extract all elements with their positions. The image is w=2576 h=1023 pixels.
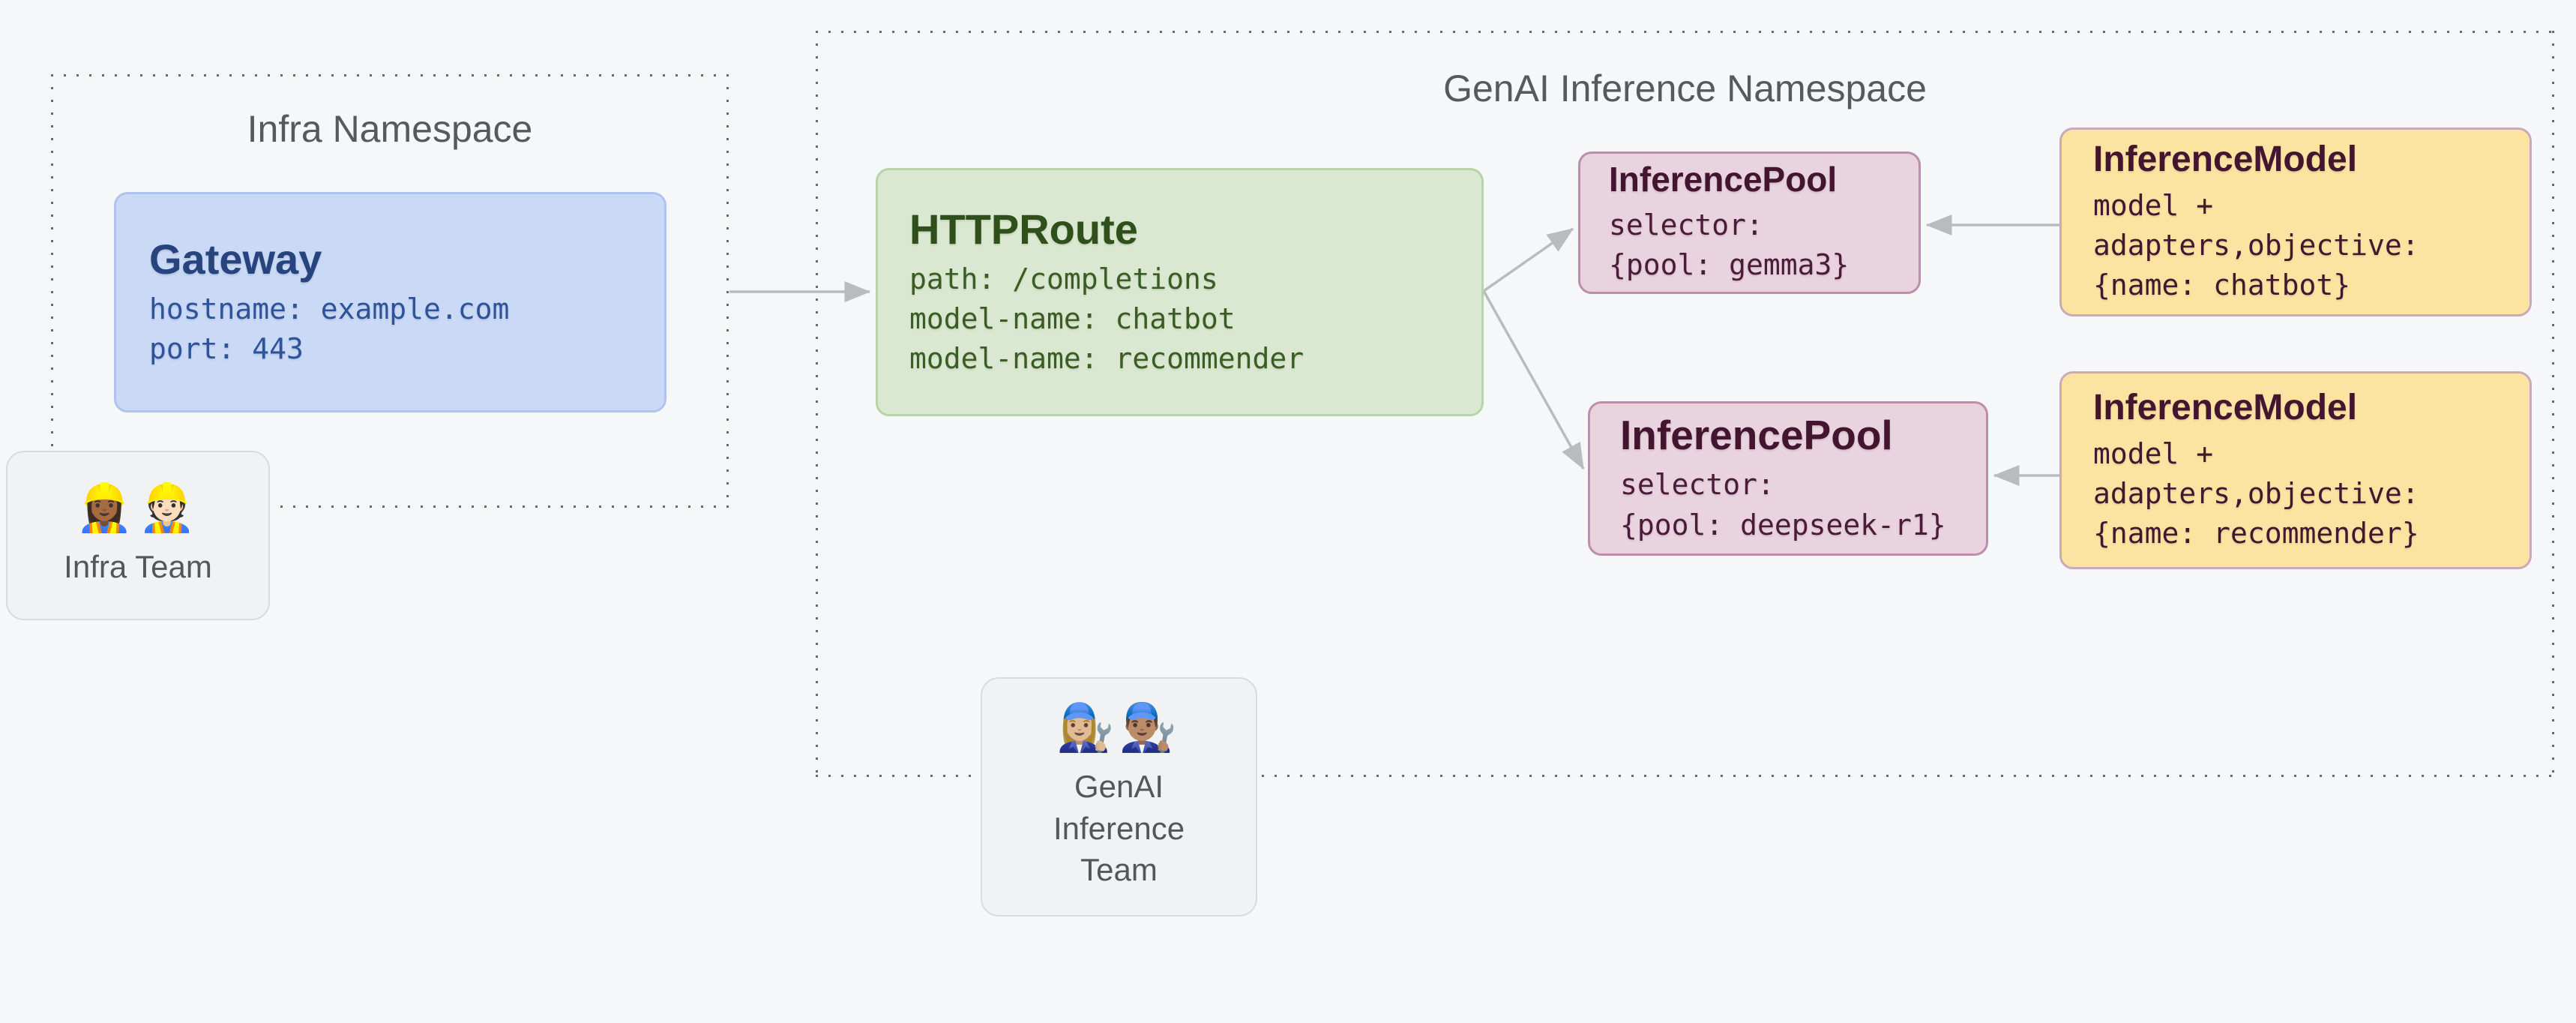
inference-model-2-line-2: adapters,objective:: [2093, 477, 2419, 510]
httproute-title: HTTPRoute: [909, 205, 1138, 253]
infra-namespace-title: Infra Namespace: [247, 108, 533, 150]
genai-namespace-title: GenAI Inference Namespace: [1443, 68, 1927, 110]
man-mechanic-icon: 👨🏽‍🔧: [1119, 702, 1182, 754]
inference-model-1-line-1: model +: [2093, 188, 2214, 222]
gateway-port-line: port: 443: [149, 332, 304, 366]
genai-team-label: GenAI Inference Team: [1053, 769, 1185, 888]
woman-mechanic-icon: 👩🏼‍🔧: [1056, 702, 1119, 754]
inference-pool-2-value-line: {pool: deepseek-r1}: [1620, 508, 1946, 542]
gateway-title: Gateway: [149, 235, 322, 283]
gateway-node: Gateway hostname: example.com port: 443: [114, 192, 666, 412]
infra-team-label: Infra Team: [64, 549, 212, 585]
httproute-node: HTTPRoute path: /completions model-name:…: [876, 168, 1484, 416]
httproute-path-line: path: /completions: [909, 262, 1218, 296]
inference-model-2-line-3: {name: recommender}: [2093, 517, 2419, 550]
inference-model-2-title: InferenceModel: [2093, 387, 2358, 428]
inference-pool-2-title: InferencePool: [1620, 412, 1893, 459]
inference-model-recommender-node: InferenceModel model + adapters,objectiv…: [2059, 371, 2532, 569]
inference-pool-2-selector-line: selector:: [1620, 468, 1775, 502]
inference-pool-deepseek-node: InferencePool selector: {pool: deepseek-…: [1588, 401, 1988, 556]
inference-model-1-title: InferenceModel: [2093, 139, 2358, 179]
inference-pool-1-value-line: {pool: gemma3}: [1609, 248, 1850, 282]
infra-team-emoji-row: 👷🏾‍♀️👷🏻: [76, 483, 200, 534]
woman-construction-worker-icon: 👷🏾‍♀️: [75, 482, 138, 535]
genai-inference-team-card: 👩🏼‍🔧👨🏽‍🔧 GenAI Inference Team: [981, 677, 1257, 916]
inference-pool-1-selector-line: selector:: [1609, 208, 1763, 242]
inference-model-1-line-2: adapters,objective:: [2093, 229, 2419, 262]
httproute-model-recommender-line: model-name: recommender: [909, 342, 1304, 376]
inference-model-2-line-1: model +: [2093, 436, 2214, 470]
inference-model-chatbot-node: InferenceModel model + adapters,objectiv…: [2059, 128, 2532, 316]
genai-team-emoji-row: 👩🏼‍🔧👨🏽‍🔧: [1056, 703, 1181, 754]
inference-pool-1-title: InferencePool: [1609, 160, 1838, 200]
gateway-hostname-line: hostname: example.com: [149, 292, 510, 326]
infra-team-card: 👷🏾‍♀️👷🏻 Infra Team: [6, 451, 270, 620]
inference-model-1-line-3: {name: chatbot}: [2093, 268, 2351, 302]
inference-pool-gemma3-node: InferencePool selector: {pool: gemma3}: [1578, 152, 1921, 294]
httproute-model-chatbot-line: model-name: chatbot: [909, 302, 1236, 336]
man-construction-worker-icon: 👷🏻: [138, 482, 201, 535]
